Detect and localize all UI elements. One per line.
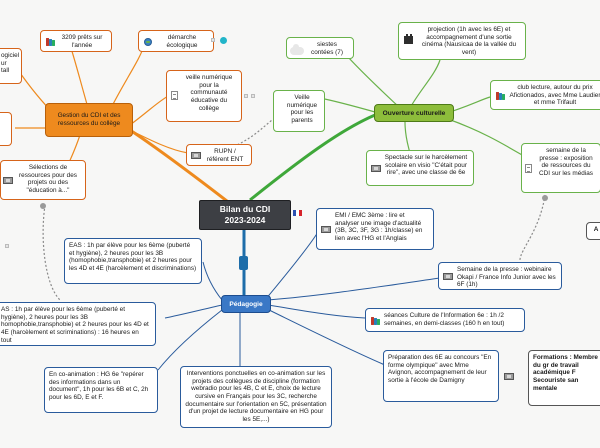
node-projection-text: projection (1h avec les 6E) et accompagn… xyxy=(421,26,517,57)
node-selections[interactable]: Sélections de ressources pour des projet… xyxy=(0,160,86,200)
node-interventions[interactable]: Interventions ponctuelles en co-animatio… xyxy=(180,366,332,428)
branch-ouverture[interactable]: Ouverture culturelle xyxy=(374,104,454,122)
node-coanim-text: En co-animation : HG 6e "repérer des inf… xyxy=(49,371,149,402)
computer-icon xyxy=(191,152,201,159)
node-logiciel-text: ogiciel xyxy=(1,52,20,59)
clapperboard-icon xyxy=(404,34,413,44)
node-right-a-text: A xyxy=(593,226,599,233)
node-left-edge[interactable] xyxy=(0,112,12,146)
node-handle[interactable] xyxy=(244,94,248,98)
globe-icon xyxy=(144,38,152,46)
computer-icon xyxy=(3,177,13,184)
node-handle[interactable] xyxy=(251,94,255,98)
collapse-dot[interactable] xyxy=(542,195,548,201)
computer-icon xyxy=(371,165,381,172)
books-icon xyxy=(496,92,506,100)
node-coanim[interactable]: En co-animation : HG 6e "repérer des inf… xyxy=(44,367,158,413)
node-seances[interactable]: séances Culture de l'Information 6e : 1h… xyxy=(365,308,525,332)
books-icon xyxy=(46,38,56,46)
node-semaine-presse-text: Semaine de la presse : webinaire Okapi /… xyxy=(457,266,556,289)
node-eas-left[interactable]: AS : 1h par élève pour les 6ème (puberté… xyxy=(0,302,156,346)
central-topic[interactable]: Bilan du CDI 2023-2024 xyxy=(199,200,291,230)
node-formations[interactable]: Formations : Membre du gr de travail aca… xyxy=(528,350,600,406)
node-veille-parents[interactable]: Veille numérique pour les parents xyxy=(273,90,325,132)
notes-icon xyxy=(171,91,178,100)
french-flag-icon xyxy=(293,210,302,216)
node-logiciel-text-3: tall xyxy=(1,67,10,75)
computer-icon xyxy=(443,273,453,280)
node-veille-comm[interactable]: veille numérique pour la communauté éduc… xyxy=(166,70,242,122)
node-spectacle-text: Spectacle sur le harcèlement scolaire en… xyxy=(384,154,468,177)
node-club-text: club lecture, autour du prix Afictionado… xyxy=(509,84,600,107)
node-demarche-text: démarche écologique xyxy=(166,34,198,49)
node-semaine-text: semaine de la presse : exposition de res… xyxy=(539,147,593,178)
node-handle[interactable] xyxy=(211,38,215,42)
branch-ouverture-label: Ouverture culturelle xyxy=(382,109,446,117)
cyan-dot-icon xyxy=(220,37,227,44)
node-preparation-text: Préparation des 6E au concours "En forme… xyxy=(388,354,492,385)
node-emi-text: EMI / EMC 3ème : lire et analyser une im… xyxy=(335,212,423,243)
node-preparation[interactable]: Préparation des 6E au concours "En forme… xyxy=(383,350,499,402)
node-spectacle[interactable]: Spectacle sur le harcèlement scolaire en… xyxy=(366,150,474,186)
books-icon xyxy=(371,317,381,325)
node-siestes-text: siestes contées (7) xyxy=(311,41,343,56)
node-siestes[interactable]: siestes contées (7) xyxy=(286,37,354,59)
notes-icon xyxy=(525,164,532,173)
central-title: Bilan du CDI xyxy=(219,204,271,215)
node-interventions-text: Interventions ponctuelles en co-animatio… xyxy=(185,370,327,424)
node-prets-text: 3209 prêts sur l'année xyxy=(61,34,103,49)
computer-icon xyxy=(321,226,331,233)
node-projection[interactable]: projection (1h avec les 6E) et accompagn… xyxy=(398,22,526,60)
node-rupn[interactable]: RUPN / référent ENT xyxy=(186,144,252,166)
central-year: 2023-2024 xyxy=(224,215,266,225)
computer-icon xyxy=(504,373,514,380)
node-logiciel-text-2: ur xyxy=(1,59,7,67)
collapse-dot[interactable] xyxy=(40,203,46,209)
node-handle[interactable] xyxy=(5,244,9,248)
branch-gestion-label: Gestion du CDI et des ressources du coll… xyxy=(57,112,121,127)
node-eas[interactable]: EAS : 1h par élève pour les 6ème (pubert… xyxy=(64,238,202,284)
node-club[interactable]: club lecture, autour du prix Afictionado… xyxy=(490,80,600,110)
node-rupn-text: RUPN / référent ENT xyxy=(206,148,244,163)
branch-collapse-handle[interactable] xyxy=(239,256,248,270)
node-right-a[interactable]: A xyxy=(586,222,600,240)
branch-pedagogie-label: Pédagogie xyxy=(229,300,263,308)
cloud-icon xyxy=(290,44,304,55)
node-veille-parents-text: Veille numérique pour les parents xyxy=(286,94,318,125)
node-eas-text: EAS : 1h par élève pour les 6ème (pubert… xyxy=(69,242,197,273)
branch-pedagogie[interactable]: Pédagogie xyxy=(221,295,271,313)
node-seances-text: séances Culture de l'Information 6e : 1h… xyxy=(384,312,505,327)
node-demarche[interactable]: démarche écologique xyxy=(138,30,214,52)
node-semaine-presse[interactable]: Semaine de la presse : webinaire Okapi /… xyxy=(438,262,562,290)
node-eas-left-text: AS : 1h par élève pour les 6ème (puberté… xyxy=(1,306,149,344)
node-semaine[interactable]: semaine de la presse : exposition de res… xyxy=(521,143,600,193)
node-emi[interactable]: EMI / EMC 3ème : lire et analyser une im… xyxy=(316,208,434,250)
branch-gestion[interactable]: Gestion du CDI et des ressources du coll… xyxy=(45,103,133,137)
node-selections-text: Sélections de ressources pour des projet… xyxy=(19,164,77,195)
node-formations-text: Formations : Membre du gr de travail aca… xyxy=(533,354,598,392)
node-prets[interactable]: 3209 prêts sur l'année xyxy=(40,30,112,52)
node-logiciel[interactable]: ogiciel ur tall xyxy=(0,48,22,84)
node-veille-comm-text: veille numérique pour la communauté éduc… xyxy=(185,74,233,112)
